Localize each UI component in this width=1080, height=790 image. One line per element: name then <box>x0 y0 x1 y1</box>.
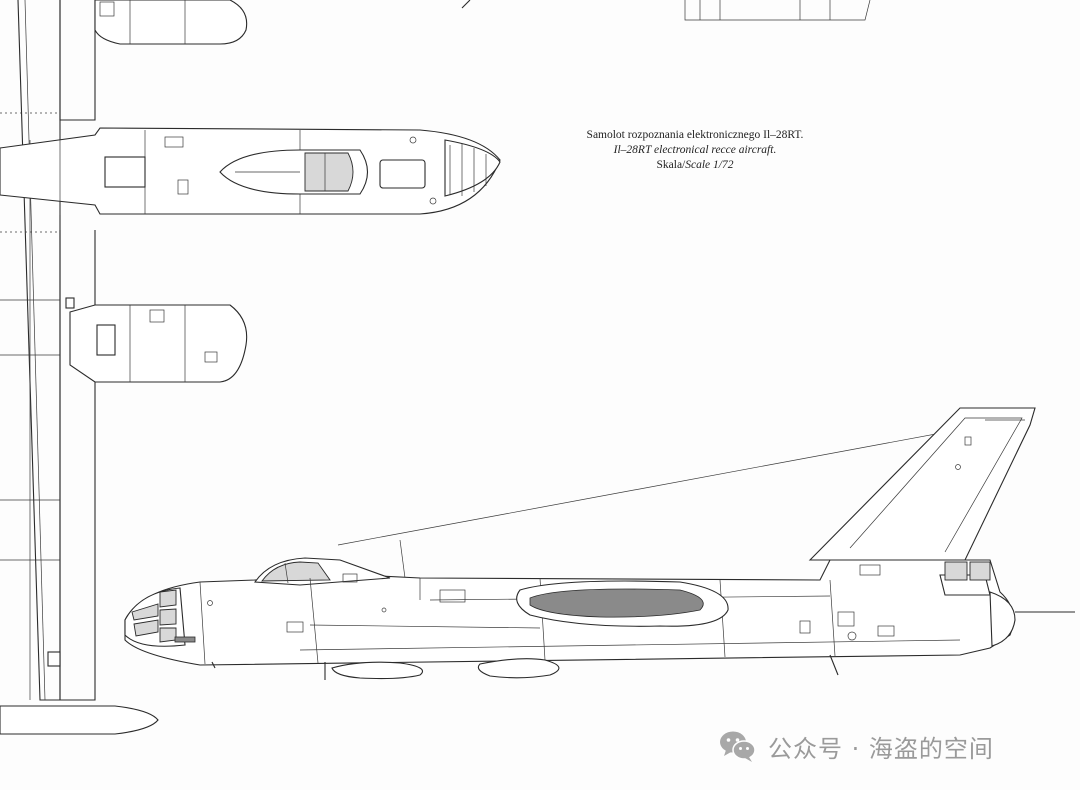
caption-scale: Skala/Scale 1/72 <box>540 158 850 173</box>
side-view-fin <box>808 407 1036 561</box>
top-view-engine-lower <box>69 304 248 383</box>
top-view-wing <box>0 0 159 735</box>
caption-scale-prefix: Skala/ <box>656 159 686 171</box>
side-view-underwing-pods <box>211 654 839 680</box>
top-view-fuselage <box>0 127 501 215</box>
drawing-caption: Samolot rozpoznania elektronicznego Il–2… <box>540 128 850 173</box>
watermark-text: 公众号 · 海盗的空间 <box>768 734 994 763</box>
caption-title-polish: Samolot rozpoznania elektronicznego Il–2… <box>586 129 804 141</box>
side-view-antenna-wire <box>337 427 969 579</box>
top-view-tail-fragment <box>461 0 871 21</box>
top-view-engine-upper <box>94 0 248 45</box>
caption-title-english: Il–28RT electronical recce aircraft. <box>613 144 777 156</box>
side-view-fuselage <box>124 557 1075 666</box>
wechat-icon <box>718 729 758 763</box>
watermark: 公众号 · 海盗的空间 <box>718 726 994 766</box>
caption-scale-value: Scale 1/72 <box>685 159 734 171</box>
